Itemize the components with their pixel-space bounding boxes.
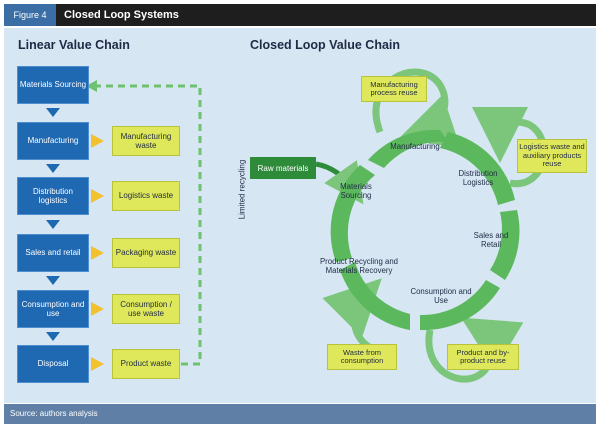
figure-header: Figure 4 Closed Loop Systems bbox=[4, 4, 596, 26]
linear-stage-disposal: Disposal bbox=[17, 345, 89, 383]
figure-title: Closed Loop Systems bbox=[64, 9, 179, 21]
stage-connector-4 bbox=[46, 276, 60, 285]
stage-connector-5 bbox=[46, 332, 60, 341]
cl-stage-materials: Materials Sourcing bbox=[340, 182, 372, 200]
linear-stage-manufacturing: Manufacturing bbox=[17, 122, 89, 160]
reuse-waste-consumption: Waste from consumption bbox=[327, 344, 397, 370]
waste-arrow-4 bbox=[91, 302, 104, 316]
linear-title: Linear Value Chain bbox=[18, 38, 130, 52]
linear-stage-distribution: Distribution logistics bbox=[17, 177, 89, 215]
cl-stage-manufacturing: Manufacturing bbox=[390, 142, 440, 151]
segment-materials bbox=[330, 165, 375, 262]
waste-consumption: Consumption / use waste bbox=[112, 294, 180, 324]
reuse-product: Product and by-product reuse bbox=[447, 344, 519, 370]
waste-arrow-2 bbox=[91, 189, 104, 203]
reuse-manufacturing: Manufacturing process reuse bbox=[361, 76, 427, 102]
reuse-logistics: Logistics waste and auxiliary products r… bbox=[517, 139, 587, 173]
linear-stage-sales: Sales and retail bbox=[17, 234, 89, 272]
figure-footer: Source: authors analysis bbox=[4, 404, 596, 424]
closed-title: Closed Loop Value Chain bbox=[250, 38, 401, 52]
stage-connector-1 bbox=[46, 108, 60, 117]
cl-stage-recycling: Product Recycling and Materials Recovery bbox=[319, 257, 398, 275]
limited-recycling-label: Limited recycling bbox=[237, 159, 247, 220]
figure-label: Figure 4 bbox=[4, 4, 56, 26]
raw-materials-box: Raw materials bbox=[250, 157, 316, 179]
limited-recycling-line bbox=[96, 84, 202, 366]
waste-logistics: Logistics waste bbox=[112, 181, 180, 211]
stage-connector-2 bbox=[46, 164, 60, 173]
waste-arrow-1 bbox=[91, 134, 104, 148]
waste-arrow-5 bbox=[91, 357, 104, 371]
logistics-reuse-loop bbox=[472, 106, 548, 188]
closed-loop-ring bbox=[330, 129, 520, 331]
source-note: Source: authors analysis bbox=[10, 409, 98, 418]
waste-arrows bbox=[91, 134, 104, 371]
waste-product: Product waste bbox=[112, 349, 180, 379]
stage-connector-3 bbox=[46, 220, 60, 229]
waste-packaging: Packaging waste bbox=[112, 238, 180, 268]
segment-manufacturing bbox=[368, 129, 448, 168]
segment-consumption bbox=[420, 280, 500, 331]
linear-connectors bbox=[46, 108, 60, 341]
waste-arrow-3 bbox=[91, 246, 104, 260]
linear-stage-materials-sourcing: Materials Sourcing bbox=[17, 66, 89, 104]
cl-stage-sales: Sales and Retail bbox=[473, 231, 509, 249]
segment-sales bbox=[490, 210, 520, 280]
waste-manufacturing: Manufacturing waste bbox=[112, 126, 180, 156]
segment-distribution bbox=[440, 132, 515, 205]
linear-stage-consumption: Consumption and use bbox=[17, 290, 89, 328]
cl-stage-distribution: Distribution Logistics bbox=[458, 169, 498, 187]
segment-recycling bbox=[340, 262, 410, 330]
limited-recycling-arrowhead bbox=[86, 80, 97, 92]
cl-stage-consumption: Consumption and Use bbox=[410, 287, 472, 305]
